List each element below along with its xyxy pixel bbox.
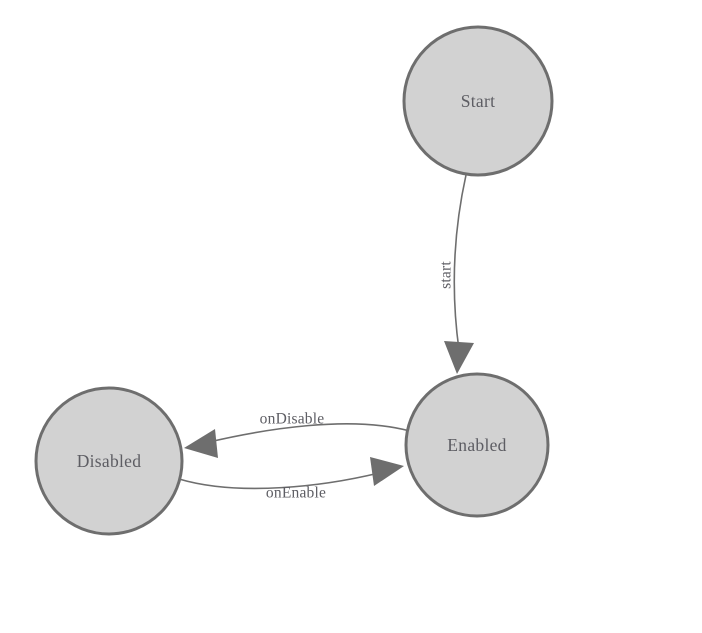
node-circle-enabled <box>404 372 550 518</box>
node-label-disabled: Disabled <box>77 451 142 471</box>
edge-label-start: start <box>438 261 455 289</box>
edge-label-on-disable: onDisable <box>260 411 325 428</box>
edge-line-disabled-to-enabled <box>178 472 380 490</box>
edge-disabled-to-enabled[interactable] <box>178 457 404 490</box>
edge-line-enabled-to-disabled <box>208 423 411 443</box>
node-disabled[interactable]: Disabled <box>34 386 184 536</box>
edge-line-start-to-enabled <box>453 174 467 351</box>
node-start[interactable]: Start <box>402 25 554 177</box>
arrowhead-icon-disabled-to-enabled <box>370 457 404 486</box>
node-enabled[interactable]: Enabled <box>404 372 550 518</box>
edge-label-on-enable: onEnable <box>266 485 326 502</box>
node-circle-start <box>402 25 554 177</box>
arrowhead-icon-enabled-to-disabled <box>184 429 218 458</box>
node-circle-disabled <box>34 386 184 536</box>
edge-start-to-enabled[interactable] <box>444 174 474 374</box>
node-label-enabled: Enabled <box>447 435 506 455</box>
arrowhead-icon-start-to-enabled <box>444 341 474 374</box>
node-label-start: Start <box>461 91 496 111</box>
edge-enabled-to-disabled[interactable] <box>184 423 411 458</box>
